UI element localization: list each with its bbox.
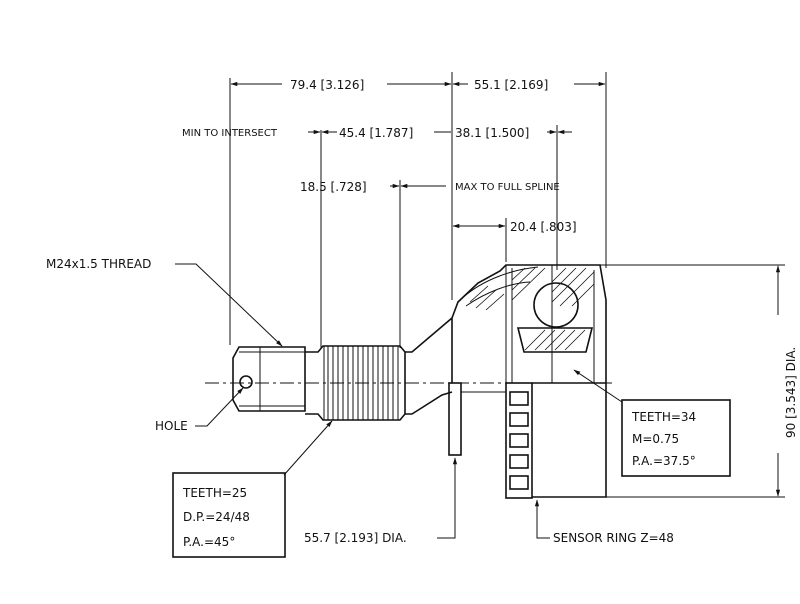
- dim-face-offset: 20.4 [.803]: [510, 220, 577, 234]
- race-teeth: TEETH=34: [631, 410, 696, 424]
- leader-spline-box: [283, 420, 333, 476]
- dim-housing-length: 55.1 [2.169]: [474, 78, 548, 92]
- callout-thread: M24x1.5 THREAD: [46, 257, 151, 271]
- spline-spec-box: TEETH=25 D.P.=24/48 P.A.=45°: [172, 472, 286, 558]
- cross-hole: [239, 375, 253, 389]
- spline-dp: D.P.=24/48: [183, 510, 250, 524]
- leader-race-box: [573, 369, 623, 403]
- dimension-lines: [230, 81, 781, 497]
- leader-thread: [175, 263, 283, 347]
- inner-race: [516, 327, 594, 353]
- race-spec-box: TEETH=34 M=0.75 P.A.=37.5°: [621, 399, 731, 477]
- callout-hole: HOLE: [155, 419, 188, 433]
- dim-outer-diameter: 90 [3.543] DIA.: [784, 347, 798, 438]
- dim-to-center: 38.1 [1.500]: [455, 126, 529, 140]
- threaded-stub: [232, 346, 306, 412]
- leader-sensor: [534, 499, 550, 539]
- bell-housing: [451, 264, 607, 383]
- upper-neck: [405, 316, 453, 383]
- splined-section: [305, 345, 406, 421]
- lower-housing: [532, 382, 607, 498]
- label-min-to-intersect: MIN TO INTERSECT: [182, 128, 278, 139]
- dim-inner-diameter: 55.7 [2.193] DIA.: [304, 531, 407, 545]
- leader-hole: [195, 387, 244, 427]
- ball: [533, 282, 579, 328]
- lower-flange: [448, 382, 462, 456]
- callout-sensor: SENSOR RING Z=48: [553, 531, 674, 545]
- leader-inner-dia: [437, 457, 458, 539]
- label-max-to-full-spline: MAX TO FULL SPLINE: [455, 182, 560, 193]
- spline-pa: P.A.=45°: [183, 535, 235, 549]
- dim-intersect: 45.4 [1.787]: [339, 126, 413, 140]
- lower-neck: [405, 391, 453, 415]
- dim-spline: 18.5 [.728]: [300, 180, 367, 194]
- sensor-ring: [505, 382, 533, 499]
- dim-overall-length: 79.4 [3.126]: [290, 78, 364, 92]
- race-module: M=0.75: [632, 432, 679, 446]
- race-pa: P.A.=37.5°: [632, 454, 696, 468]
- extension-lines: [229, 72, 785, 498]
- spline-teeth: TEETH=25: [182, 486, 247, 500]
